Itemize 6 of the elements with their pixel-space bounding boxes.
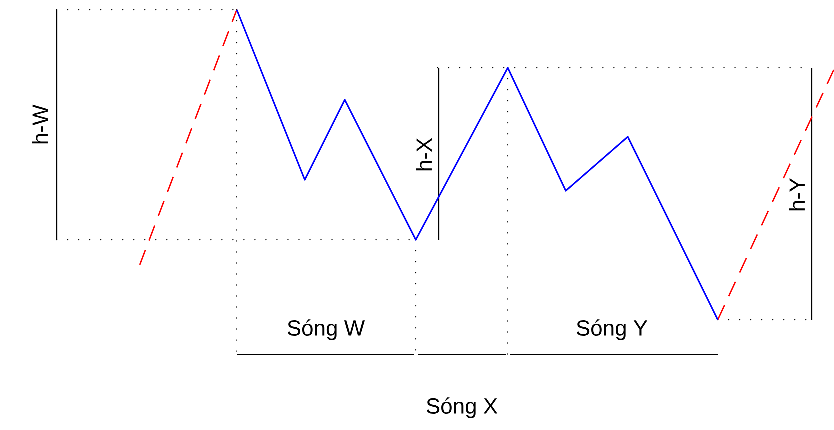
wave-label: Sóng W xyxy=(288,320,366,340)
height-label: h-Y xyxy=(788,176,806,214)
height-label: h-X xyxy=(415,136,433,174)
height-label: h-W xyxy=(31,104,49,146)
wave-label: Sóng X xyxy=(426,398,498,418)
wave-label: Sóng Y xyxy=(576,320,648,340)
